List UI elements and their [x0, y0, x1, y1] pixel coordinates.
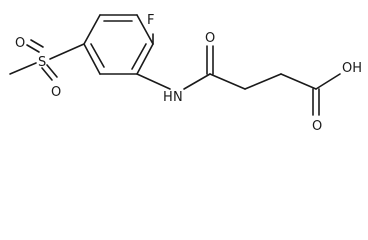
- bond-chain-2: [244, 73, 282, 90]
- bond-nitrogen-carbonyl: [183, 73, 211, 90]
- bond-sulfur-methyl: [9, 62, 37, 75]
- sulfonyl-double-bond-top-a: [26, 44, 40, 53]
- bond-ring-nitrogen: [136, 73, 171, 90]
- sulfonyl-double-bond-bottom-b: [46, 64, 58, 78]
- sulfur-label: S: [38, 55, 46, 70]
- chemical-structure: F N H O OH O S O O: [9, 13, 362, 134]
- benzene-ring: [83, 14, 154, 75]
- amide-nitrogen-label: N: [173, 90, 183, 105]
- ring-bond-c2-c3: [136, 14, 154, 45]
- ring-double-bond-right: [131, 43, 147, 70]
- fluorine-label: F: [147, 13, 154, 28]
- sulfonyl-oxygen-bottom-label: O: [51, 85, 61, 100]
- ring-double-bond-left: [90, 43, 105, 68]
- amide-hydrogen-label: H: [163, 90, 173, 105]
- bond-chain-3: [280, 73, 317, 90]
- sulfonyl-oxygen-top-label: O: [15, 36, 25, 51]
- ring-bond-c5-c6: [83, 43, 101, 75]
- amide-oxygen-label: O: [205, 31, 215, 46]
- bond-acid-hydroxyl: [315, 73, 341, 90]
- bond-chain-1: [209, 73, 246, 90]
- acid-carbonyl-oxygen-label: O: [312, 119, 322, 134]
- sulfonyl-double-bond-bottom-a: [41, 67, 53, 81]
- ring-bond-c6-c1: [83, 14, 101, 45]
- ring-bond-c3-c4: [136, 43, 154, 75]
- sulfonyl-double-bond-top-b: [30, 39, 44, 48]
- acid-hydroxyl-label: OH: [342, 61, 362, 76]
- bond-ring-sulfur: [49, 43, 85, 60]
